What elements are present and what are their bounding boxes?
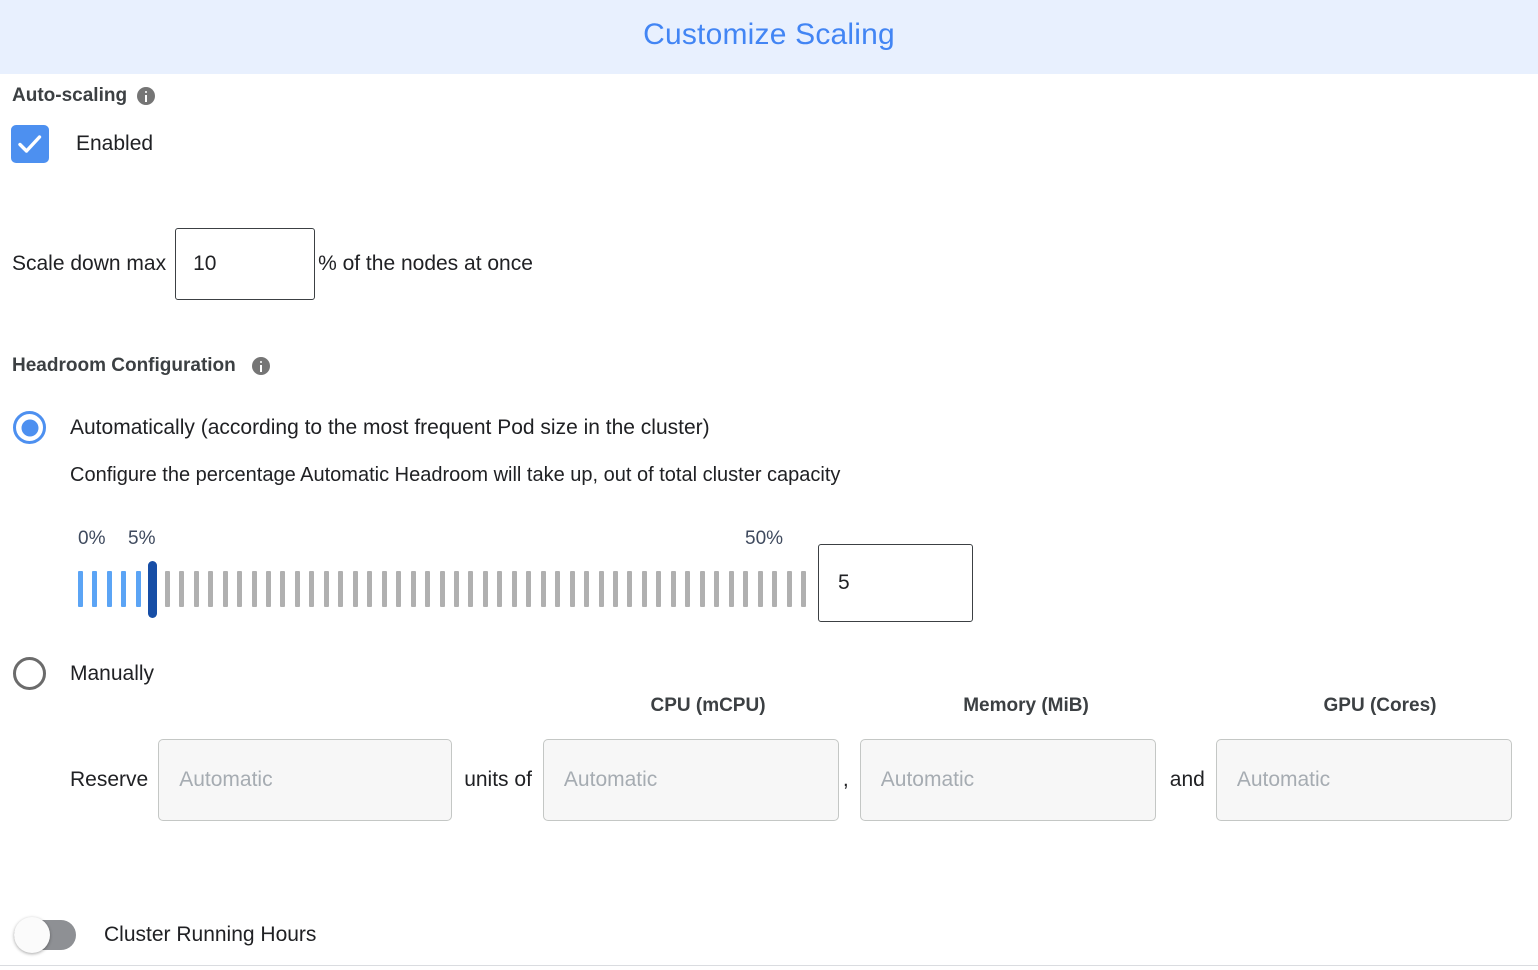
headroom-option-manually-row[interactable]: Manually xyxy=(13,657,154,690)
slider-tick xyxy=(772,571,778,607)
slider-tick xyxy=(425,571,431,607)
slider-tick xyxy=(164,571,170,607)
column-label-cpu: CPU (mCPU) xyxy=(650,695,766,716)
slider-tick xyxy=(699,571,705,607)
slider-tick xyxy=(801,571,806,607)
slider-tick xyxy=(323,571,329,607)
slider-tick xyxy=(193,571,199,607)
slider-thumb[interactable] xyxy=(148,561,158,618)
slider-tick xyxy=(641,571,647,607)
slider-tick xyxy=(743,571,749,607)
slider-current-label: 5% xyxy=(128,528,156,549)
reserve-gpu-input[interactable] xyxy=(1215,739,1512,821)
page-title: Customize Scaling xyxy=(643,18,895,51)
slider-tick xyxy=(396,571,402,607)
scale-down-max-input[interactable] xyxy=(175,228,316,300)
slider-tick xyxy=(497,571,503,607)
slider-tick xyxy=(92,571,98,607)
slider-tick xyxy=(511,571,517,607)
reserve-row: Reserve units of , and xyxy=(70,739,1512,821)
info-icon[interactable] xyxy=(137,87,156,105)
slider-tick xyxy=(584,571,590,607)
slider-tick xyxy=(121,571,127,607)
check-icon xyxy=(18,135,42,153)
auto-scaling-enabled-row[interactable]: Enabled xyxy=(11,125,153,163)
cluster-running-hours-label: Cluster Running Hours xyxy=(104,923,317,946)
slider-tick xyxy=(352,571,358,607)
slider-tick xyxy=(381,571,387,607)
slider-tick xyxy=(685,571,691,607)
headroom-option-manually-label: Manually xyxy=(70,661,155,685)
slider-min-label: 0% xyxy=(78,528,106,549)
slider-tick xyxy=(757,571,763,607)
slider-tick xyxy=(338,571,344,607)
slider-tick xyxy=(208,571,214,607)
reserve-prefix-label: Reserve xyxy=(70,768,149,791)
slider-tick xyxy=(78,571,83,607)
slider-tick xyxy=(569,571,575,607)
headroom-percentage-slider[interactable]: 0% 5% 50% xyxy=(0,528,1538,638)
scale-down-max-prefix: Scale down max xyxy=(12,252,167,275)
dialog-header: Customize Scaling xyxy=(0,0,1538,74)
slider-tick xyxy=(179,571,185,607)
slider-tick xyxy=(237,571,243,607)
slider-tick xyxy=(410,571,416,607)
slider-tick xyxy=(367,571,373,607)
headroom-percentage-input[interactable] xyxy=(818,544,973,622)
auto-scaling-section-label: Auto-scaling xyxy=(12,85,156,107)
slider-tick xyxy=(135,571,141,607)
reserve-cpu-input[interactable] xyxy=(542,739,839,821)
cluster-running-hours-toggle[interactable] xyxy=(14,917,76,953)
column-label-memory: Memory (MiB) xyxy=(963,695,1089,716)
auto-scaling-label-text: Auto-scaling xyxy=(12,85,128,106)
slider-tick xyxy=(627,571,633,607)
comma-separator: , xyxy=(842,768,849,791)
slider-tick xyxy=(222,571,228,607)
scale-down-max-suffix: % of the nodes at once xyxy=(318,252,533,275)
cluster-running-hours-row[interactable]: Cluster Running Hours xyxy=(14,917,317,953)
headroom-option-automatic-row[interactable]: Automatically (according to the most fre… xyxy=(13,411,710,444)
headroom-option-automatic-radio[interactable] xyxy=(13,411,46,444)
bottom-divider xyxy=(0,965,1538,966)
slider-tick xyxy=(453,571,459,607)
slider-tick xyxy=(714,571,720,607)
column-label-gpu: GPU (Cores) xyxy=(1323,695,1437,716)
units-of-label: units of xyxy=(464,768,532,791)
auto-scaling-enabled-checkbox[interactable] xyxy=(11,125,49,163)
slider-tick xyxy=(728,571,734,607)
slider-tick xyxy=(670,571,676,607)
slider-max-label: 50% xyxy=(745,528,784,549)
slider-tick xyxy=(555,571,561,607)
slider-tick xyxy=(251,571,257,607)
and-separator: and xyxy=(1169,768,1205,791)
slider-tick xyxy=(526,571,532,607)
slider-tick xyxy=(309,571,315,607)
info-icon[interactable] xyxy=(251,357,270,375)
slider-tick xyxy=(106,571,112,607)
slider-tick xyxy=(439,571,445,607)
slider-tick xyxy=(468,571,474,607)
slider-tick xyxy=(294,571,300,607)
slider-tick xyxy=(540,571,546,607)
scale-down-max-row: Scale down max % of the nodes at once xyxy=(12,228,533,300)
slider-tick xyxy=(280,571,286,607)
reserve-units-input[interactable] xyxy=(158,739,453,821)
slider-tick-track[interactable] xyxy=(78,571,806,607)
slider-tick xyxy=(598,571,604,607)
slider-tick xyxy=(656,571,662,607)
headroom-option-manually-radio[interactable] xyxy=(13,657,46,690)
slider-tick xyxy=(265,571,271,607)
slider-tick xyxy=(613,571,619,607)
slider-tick xyxy=(482,571,488,607)
auto-scaling-enabled-label: Enabled xyxy=(76,132,154,155)
slider-tick xyxy=(786,571,792,607)
toggle-knob xyxy=(14,917,50,953)
headroom-configuration-label-text: Headroom Configuration xyxy=(12,355,236,376)
headroom-configuration-section-label: Headroom Configuration xyxy=(12,355,270,377)
reserve-memory-input[interactable] xyxy=(859,739,1156,821)
reserve-resources-group: CPU (mCPU) Memory (MiB) GPU (Cores) Rese… xyxy=(0,695,1538,835)
headroom-option-automatic-label: Automatically (according to the most fre… xyxy=(70,415,710,439)
headroom-automatic-help-text: Configure the percentage Automatic Headr… xyxy=(70,464,841,486)
